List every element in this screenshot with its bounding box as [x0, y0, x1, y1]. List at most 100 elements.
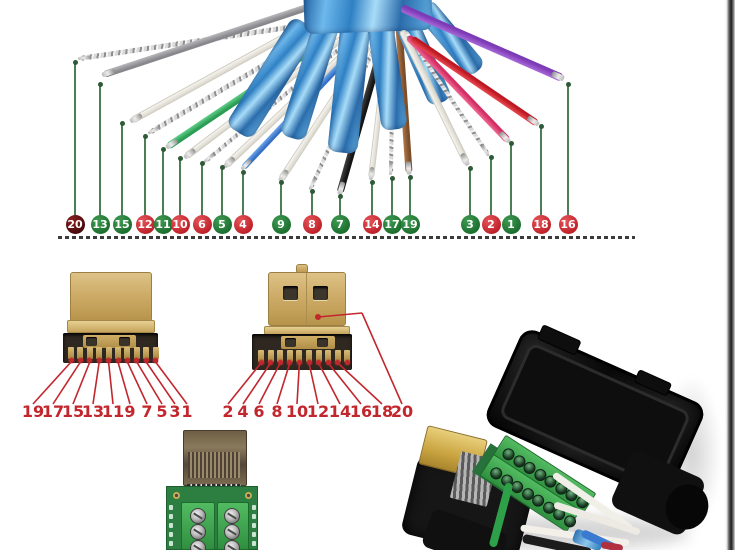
pin-number-label: 19 [21, 402, 45, 421]
mounting-hole [173, 492, 180, 499]
pin-badge-13: 13 [90, 214, 110, 234]
pin-number-label: 1 [181, 402, 193, 421]
pin-marker-dot [68, 358, 74, 363]
terminal-screw [190, 524, 206, 540]
pin-badge-11: 11 [153, 214, 173, 234]
pin-marker-dot [96, 358, 102, 363]
pin-badge-6: 6 [192, 214, 212, 234]
slot [285, 338, 296, 347]
pin-marker-dot [325, 360, 331, 365]
pin-badge-8: 8 [302, 214, 322, 234]
pin-badge-14: 14 [362, 214, 382, 234]
slot [119, 337, 130, 346]
pin-number-label: 7 [141, 402, 153, 421]
shell-leader-line [361, 312, 403, 405]
terminal-screw [190, 540, 206, 550]
pin-badge-20: 20 [65, 214, 85, 234]
terminal-screw [224, 524, 240, 540]
pin-fan-line [32, 361, 72, 405]
leader-dot [488, 154, 494, 160]
contact-pin [96, 347, 103, 359]
badge-leader-line [221, 167, 223, 215]
badge-leader-line [74, 62, 76, 215]
bare-conductor-tip [368, 166, 375, 181]
pin-number-label: 14 [328, 402, 352, 421]
contact-pin [77, 347, 84, 359]
pin-number-label: 15 [61, 402, 85, 421]
leader-dot [389, 175, 395, 181]
shell-grille [188, 452, 240, 478]
bare-conductor-tip [389, 161, 393, 176]
bare-conductor-tip [147, 124, 161, 135]
slot [317, 338, 328, 347]
leader-dot [97, 81, 103, 87]
contact-pin [296, 350, 303, 362]
pin-marker-dot [106, 358, 112, 363]
pin-marker-dot [344, 360, 350, 365]
bare-conductor-tip [336, 180, 346, 195]
pin-marker-dot [296, 360, 302, 365]
pin-marker-dot [153, 358, 159, 363]
pin-number-label: 3 [169, 402, 181, 421]
pin-number-label: 8 [271, 402, 283, 421]
badge-leader-line [162, 149, 164, 215]
pin-badge-12: 12 [135, 214, 155, 234]
badge-leader-line [510, 143, 512, 215]
leader-dot [508, 140, 514, 146]
pin-fan-line [136, 361, 163, 405]
bare-conductor-tip [480, 144, 491, 157]
contact-pin [105, 347, 112, 359]
gold-plug-lip [67, 320, 155, 333]
badge-leader-line [490, 157, 492, 215]
leader-dot [337, 193, 343, 199]
bare-conductor-tip [405, 160, 412, 175]
pin-fan-line [92, 361, 100, 405]
pcb-edge-mark [169, 514, 173, 519]
pcb-edge-mark [169, 505, 173, 510]
pin-badge-16: 16 [558, 214, 578, 234]
badge-leader-line [311, 191, 313, 215]
contact-pin [306, 350, 312, 362]
screw-slot [227, 544, 237, 550]
leader-dot [219, 164, 225, 170]
pin-marker-dot [306, 360, 312, 365]
leader-dot [278, 179, 284, 185]
badge-leader-line [339, 196, 341, 215]
pin-number-label: 18 [370, 402, 394, 421]
pin-number-label: 17 [41, 402, 65, 421]
contact-pin [325, 350, 332, 362]
pin-badge-17: 17 [382, 214, 402, 234]
leader-dot [309, 188, 315, 194]
contact-pin [277, 350, 284, 362]
pin-number-label: 2 [222, 402, 234, 421]
bare-conductor-tip [526, 114, 540, 127]
pin-marker-dot [277, 360, 283, 365]
badge-leader-line [391, 178, 393, 215]
bare-conductor-tip [459, 152, 470, 166]
badge-leader-line [242, 172, 244, 215]
pin-number-label: 11 [101, 402, 125, 421]
pin-badge-2: 2 [481, 214, 501, 234]
pin-fan-line [107, 361, 114, 405]
screw-slot [227, 512, 237, 520]
contact-pin [133, 347, 140, 359]
slot [86, 337, 97, 346]
pin-badge-9: 9 [271, 214, 291, 234]
terminal-screw [224, 508, 240, 524]
pin-badge-10: 10 [170, 214, 190, 234]
image-right-border [725, 0, 735, 550]
pin-badge-5: 5 [212, 214, 232, 234]
leader-dot [538, 123, 544, 129]
screw-slot [193, 528, 203, 536]
pin-number-label: 9 [124, 402, 136, 421]
pin-marker-dot [143, 358, 149, 363]
pin-fan-line [52, 361, 82, 405]
pin-marker-dot [87, 358, 93, 363]
leader-dot [369, 179, 375, 185]
bare-conductor-tip [203, 152, 216, 164]
bare-conductor-tip [128, 112, 143, 124]
badge-leader-line [409, 177, 411, 215]
contact-pin [258, 350, 264, 362]
pcb-edge-mark [169, 532, 173, 537]
